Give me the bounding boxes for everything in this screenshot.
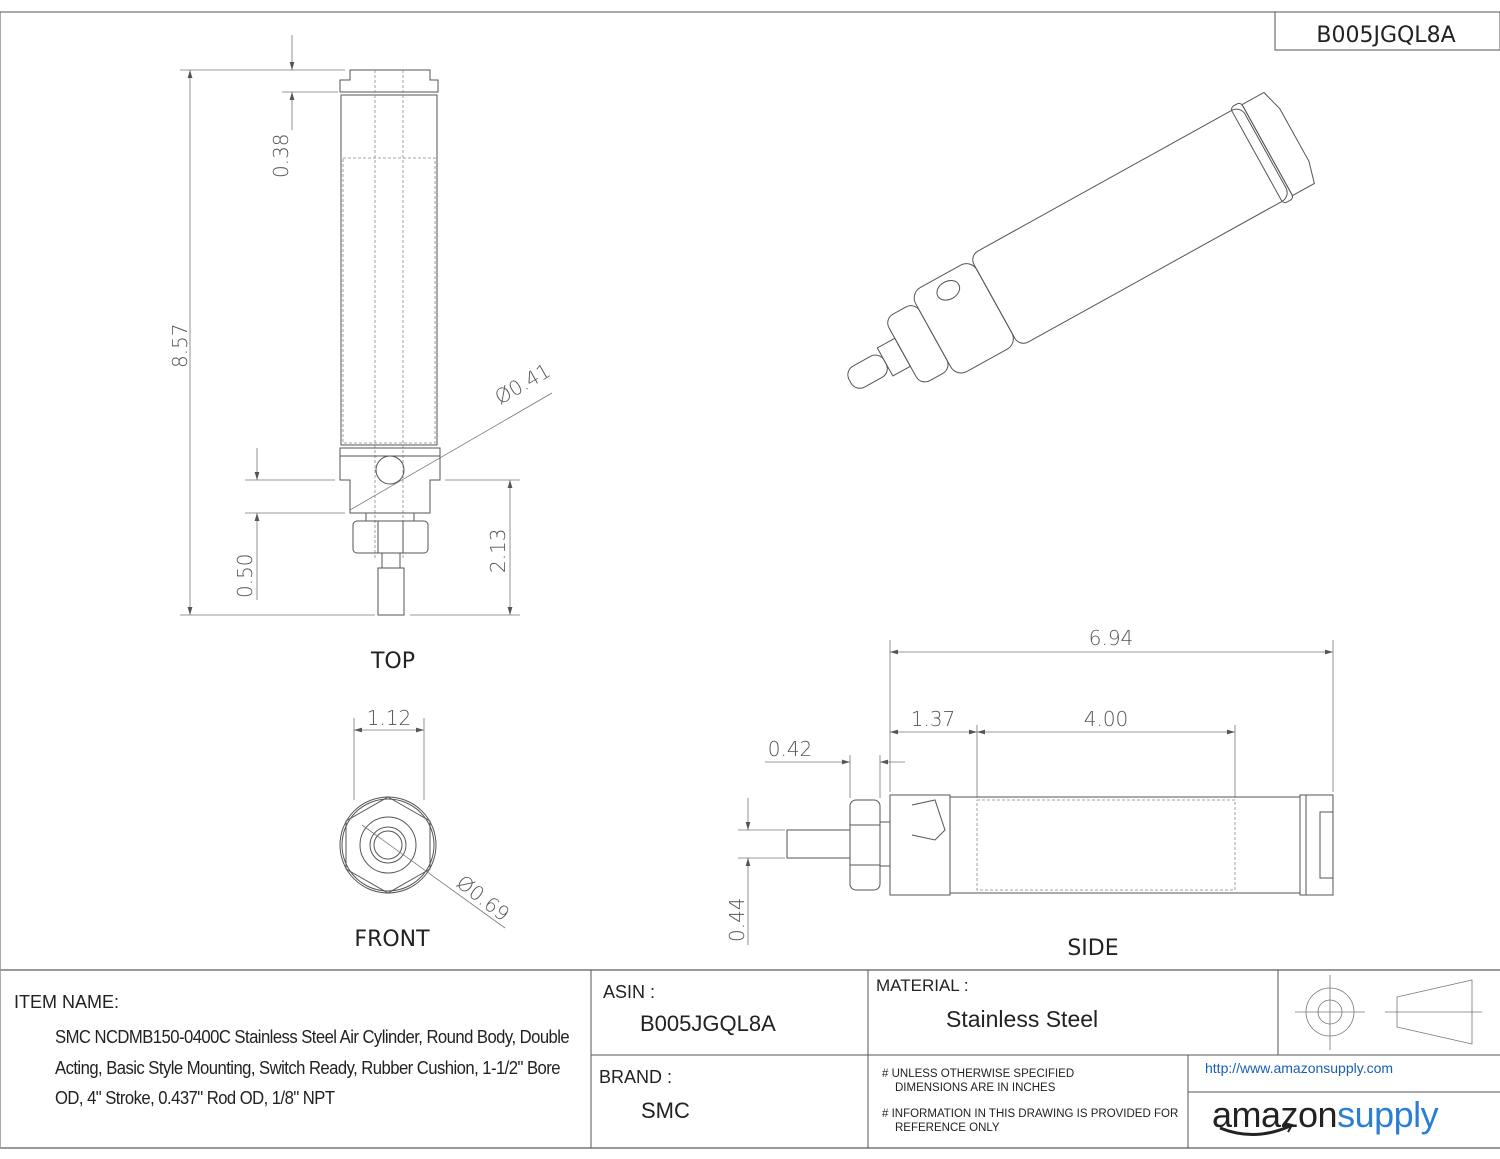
- dim-port-offset: 0.50: [233, 553, 257, 598]
- dim-side-stroke: 4.00: [1084, 707, 1129, 731]
- title-block-frame: [0, 969, 1500, 1149]
- part-code: B005JGQL8A: [1316, 23, 1455, 48]
- side-view-label: SIDE: [1067, 936, 1118, 961]
- note-reference-line1: # INFORMATION IN THIS DRAWING IS PROVIDE…: [882, 1108, 1179, 1120]
- note-reference-line2: REFERENCE ONLY: [895, 1122, 1000, 1134]
- dim-overall-length: 8.57: [168, 323, 192, 368]
- dim-port-diameter: Ø0.41: [491, 358, 555, 409]
- front-view-label: FRONT: [354, 927, 430, 952]
- projection-symbol-icon: [1295, 975, 1482, 1050]
- front-view: [339, 718, 506, 929]
- asin-value: B005JGQL8A: [640, 1011, 776, 1036]
- top-view-label: TOP: [370, 649, 415, 674]
- dim-front-width: 1.12: [367, 706, 412, 730]
- isometric-view: [847, 91, 1315, 389]
- amazonsupply-link[interactable]: http://www.amazonsupply.com: [1205, 1060, 1394, 1076]
- item-name: SMC NCDMB150-0400C Stainless Steel Air C…: [55, 1026, 570, 1108]
- top-view: [180, 35, 553, 616]
- note-units-line2: DIMENSIONS ARE IN INCHES: [895, 1082, 1056, 1094]
- note-units-line1: # UNLESS OTHERWISE SPECIFIED: [882, 1068, 1075, 1080]
- brand-label: BRAND :: [599, 1067, 673, 1087]
- material-value: Stainless Steel: [946, 1006, 1099, 1032]
- dim-side-nut: 0.42: [768, 737, 813, 761]
- logo-amazon: amazon: [1212, 1094, 1338, 1135]
- amazonsupply-logo: amazonsupply: [1212, 1094, 1439, 1136]
- brand-value: SMC: [641, 1098, 690, 1123]
- dim-side-head: 1.37: [911, 707, 956, 731]
- logo-supply: supply: [1337, 1094, 1439, 1135]
- dim-rod-length: 2.13: [486, 528, 510, 573]
- drawing-frame: [0, 11, 1500, 1148]
- dim-rod-diameter: Ø0.69: [452, 870, 514, 926]
- dim-side-overall: 6.94: [1089, 626, 1134, 650]
- dim-side-rod: 0.44: [725, 897, 749, 942]
- item-name-label: ITEM NAME:: [14, 992, 120, 1012]
- asin-label: ASIN :: [603, 982, 656, 1002]
- side-view: [738, 640, 1334, 945]
- dim-cap: 0.38: [269, 133, 293, 178]
- material-label: MATERIAL :: [876, 976, 969, 995]
